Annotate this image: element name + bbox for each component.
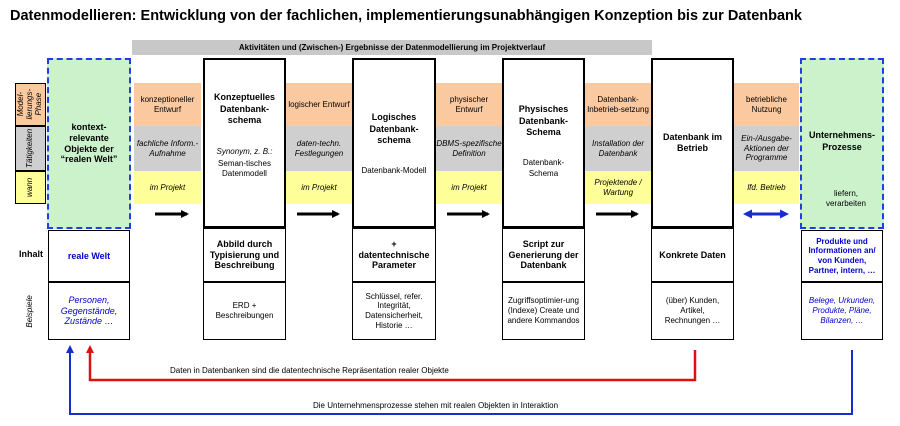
schema-content-text: Konkrete Daten xyxy=(659,249,726,260)
phase-box-conceptual: konzeptioneller Entwurf xyxy=(134,83,201,126)
when-box-deployment: Projektende / Wartung xyxy=(585,171,651,204)
when-text: im Projekt xyxy=(301,182,337,192)
activity-text: Ein-/Ausgabe-Aktionen der Programme xyxy=(741,133,792,163)
phase-text: logischer Entwurf xyxy=(288,99,350,109)
row-label-activities: Tätigkeiten xyxy=(15,126,46,171)
schema-examples-logical: Schlüssel, refer. Integrität, Datensiche… xyxy=(352,282,436,340)
phase-text: konzeptioneller Entwurf xyxy=(140,94,195,114)
phase-box-logical: logischer Entwurf xyxy=(286,83,352,126)
phase-box-deployment: Datenbank-Inbetrieb-setzung xyxy=(585,83,651,126)
business-process-title: Unternehmens-Prozesse xyxy=(808,130,875,152)
schema-content-physical: Script zur Generierung der Datenbank xyxy=(502,228,585,282)
row-label-phase-text: Model-lierungs-Phase xyxy=(16,89,43,120)
activity-box-deployment: Installation der Datenbank xyxy=(585,126,651,171)
blue-link-label: Die Unternehmensprozesse stehen mit real… xyxy=(313,401,559,410)
phase-text: Datenbank-Inbetrieb-setzung xyxy=(587,94,649,114)
business-examples-cell: Belege, Urkunden, Produkte, Pläne, Bilan… xyxy=(801,282,883,340)
when-text: lfd. Betrieb xyxy=(747,182,786,192)
real-world-objects-box: kontext-relevante Objekte der “realen We… xyxy=(47,58,131,229)
phase-box-physical: physischer Entwurf xyxy=(436,83,502,126)
activity-text: Installation der Datenbank xyxy=(591,138,645,158)
real-world-content-text: reale Welt xyxy=(67,250,111,261)
business-process-desc: liefern, verarbeiten xyxy=(825,189,867,209)
when-box-logical: im Projekt xyxy=(286,171,352,204)
phase-box-usage: betriebliche Nutzung xyxy=(734,83,799,126)
activities-banner: Aktivitäten und (Zwischen-) Ergebnisse d… xyxy=(132,40,652,55)
schema-title: Konzeptuelles Datenbank-schema xyxy=(213,92,275,126)
schema-box-conceptual xyxy=(203,58,286,228)
when-box-usage: lfd. Betrieb xyxy=(734,171,799,204)
when-box-physical: im Projekt xyxy=(436,171,502,204)
row-label-when: wann xyxy=(15,171,46,204)
red-link-label: Daten in Datenbanken sind die datentechn… xyxy=(170,366,449,375)
schema-desc: Datenbank-Modell xyxy=(361,166,427,175)
row-label-examples-text: Beispiele xyxy=(25,294,35,328)
real-world-objects-text: kontext-relevante Objekte der “realen We… xyxy=(60,121,118,165)
activity-text: daten-techn. Festlegungen xyxy=(294,138,344,158)
row-label-content: Inhalt xyxy=(19,249,43,259)
row-label-when-text: wann xyxy=(25,177,35,198)
schema-examples-text: ERD + Beschreibungen xyxy=(215,301,274,320)
schema-box-physical xyxy=(502,58,585,228)
schema-content-logical: + datentechnische Parameter xyxy=(352,228,436,282)
activity-box-physical: DBMS-spezifische Definition xyxy=(436,126,502,171)
schema-title: Datenbank im Betrieb xyxy=(662,132,722,153)
schema-examples-text: (über) Kunden, Artikel, Rechnungen … xyxy=(664,296,721,325)
row-label-phase: Model-lierungs-Phase xyxy=(15,83,46,126)
when-text: im Projekt xyxy=(451,182,487,192)
business-content-cell: Produkte und Informationen an/ von Kunde… xyxy=(801,230,883,282)
activity-text: fachliche Inform.-Aufnahme xyxy=(136,138,199,158)
row-label-activities-text: Tätigkeiten xyxy=(25,128,35,169)
phase-text: physischer Entwurf xyxy=(449,94,489,114)
business-examples-text: Belege, Urkunden, Produkte, Pläne, Bilan… xyxy=(808,296,876,325)
schema-content-text: + datentechnische Parameter xyxy=(358,238,430,271)
real-world-examples-cell: Personen, Gegenstände, Zustände … xyxy=(48,282,130,340)
schema-content-text: Script zur Generierung der Datenbank xyxy=(508,238,579,271)
schema-title: Physisches Datenbank-Schema xyxy=(518,104,569,138)
page-title: Datenmodellieren: Entwicklung von der fa… xyxy=(10,8,802,24)
phase-text: betriebliche Nutzung xyxy=(746,94,787,114)
schema-box-logical xyxy=(352,58,436,228)
activity-box-logical: daten-techn. Festlegungen xyxy=(286,126,352,171)
real-world-content-cell: reale Welt xyxy=(48,230,130,282)
activity-box-conceptual: fachliche Inform.-Aufnahme xyxy=(134,126,201,171)
schema-examples-conceptual: ERD + Beschreibungen xyxy=(203,282,286,340)
real-world-examples-text: Personen, Gegenstände, Zustände … xyxy=(60,294,118,327)
schema-content-conceptual: Abbild durch Typisierung und Beschreibun… xyxy=(203,228,286,282)
schema-examples-text: Zugriffsoptimier-ung (Indexe) Create und… xyxy=(507,296,580,325)
schema-title: Logisches Datenbank-schema xyxy=(369,112,419,146)
row-label-examples: Beispiele xyxy=(15,282,46,340)
schema-desc: Seman-tisches Datenmodell xyxy=(218,159,271,179)
schema-box-operation: Datenbank im Betrieb xyxy=(651,58,734,228)
schema-sub: Synonym, z. B.: xyxy=(216,147,273,156)
schema-desc: Datenbank-Schema xyxy=(522,158,565,179)
schema-examples-physical: Zugriffsoptimier-ung (Indexe) Create und… xyxy=(502,282,585,340)
business-process-box xyxy=(800,58,884,229)
schema-content-text: Abbild durch Typisierung und Beschreibun… xyxy=(209,238,280,271)
activity-box-usage: Ein-/Ausgabe-Aktionen der Programme xyxy=(734,126,799,171)
when-box-conceptual: im Projekt xyxy=(134,171,201,204)
activity-text: DBMS-spezifische Definition xyxy=(436,138,502,158)
schema-examples-operation: (über) Kunden, Artikel, Rechnungen … xyxy=(651,282,734,340)
red-link-line xyxy=(86,345,697,382)
when-text: Projektende / Wartung xyxy=(594,177,642,197)
schema-examples-text: Schlüssel, refer. Integrität, Datensiche… xyxy=(365,291,423,330)
when-text: im Projekt xyxy=(149,182,186,192)
business-content-text: Produkte und Informationen an/ von Kunde… xyxy=(808,236,876,275)
schema-content-operation: Konkrete Daten xyxy=(651,228,734,282)
